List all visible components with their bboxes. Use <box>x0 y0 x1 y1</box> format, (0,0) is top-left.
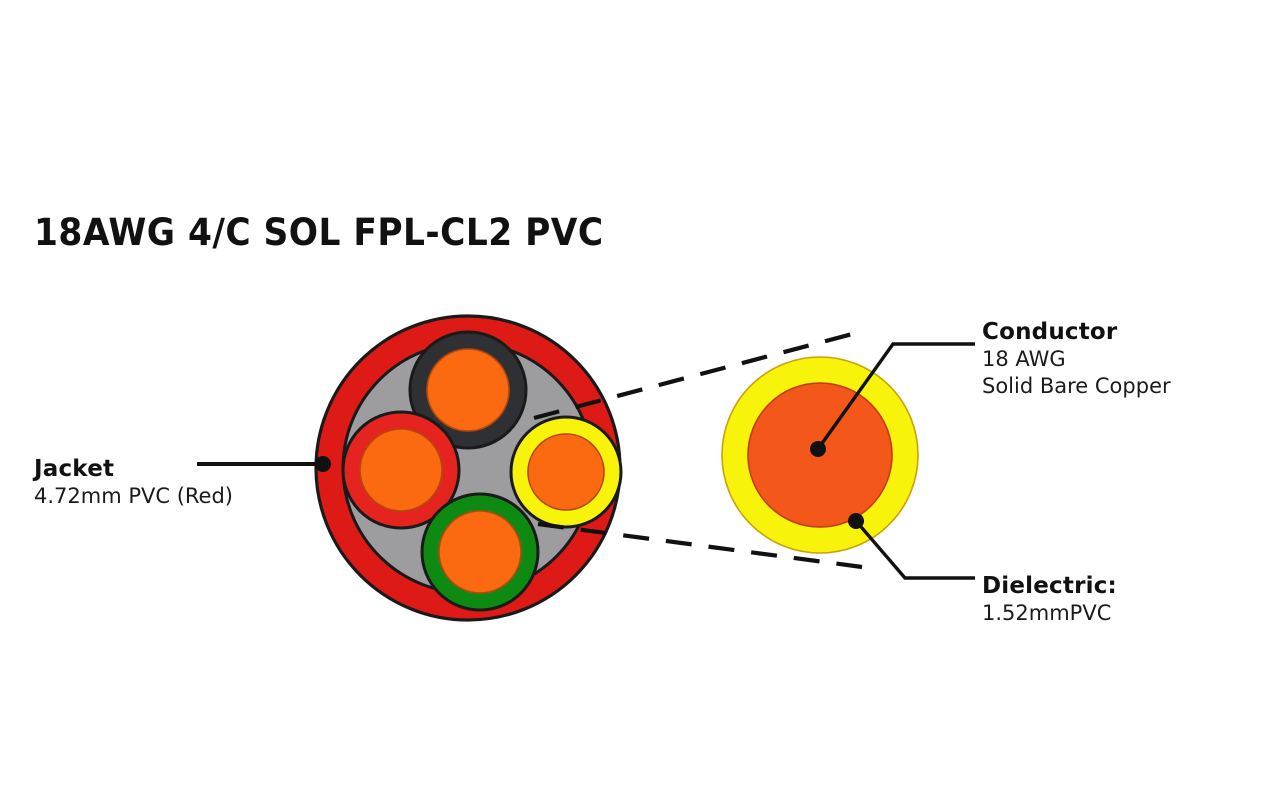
callout-dielectric-title: Dielectric: <box>982 573 1117 599</box>
callout-conductor-material: Solid Bare Copper <box>982 374 1171 398</box>
conductor-left-red <box>341 410 461 530</box>
callout-jacket-detail: 4.72mm PVC (Red) <box>34 484 233 508</box>
leader-line-dielectric <box>854 519 975 580</box>
leader-conductor <box>810 342 975 457</box>
guide-line-upper <box>533 329 861 421</box>
conductor-top-black <box>408 330 528 450</box>
callout-conductor: Conductor 18 AWG Solid Bare Copper <box>982 318 1171 400</box>
copper-core-bottom <box>438 510 522 594</box>
cable-cross-section-main <box>314 314 623 622</box>
exploded-view-guides <box>533 329 863 570</box>
leader-dielectric <box>848 513 975 580</box>
callout-conductor-title: Conductor <box>982 319 1118 345</box>
conductor-right-yellow <box>509 415 623 529</box>
guide-line-lower <box>537 521 863 570</box>
callout-jacket-title: Jacket <box>34 456 115 482</box>
copper-core-top <box>426 348 510 432</box>
page-title: 18AWG 4/C SOL FPL-CL2 PVC <box>34 211 604 254</box>
leader-line-conductor <box>816 342 975 450</box>
leader-dot-dielectric <box>848 513 864 529</box>
callout-dielectric-detail: 1.52mmPVC <box>982 601 1112 625</box>
callout-dielectric: Dielectric: 1.52mmPVC <box>982 572 1117 627</box>
leader-dot-conductor <box>810 441 826 457</box>
conductor-bottom-green <box>420 492 540 612</box>
copper-core-left <box>359 428 443 512</box>
callout-conductor-gauge: 18 AWG <box>982 347 1066 371</box>
leader-jacket <box>197 456 331 472</box>
leader-dot-jacket <box>315 456 331 472</box>
callout-jacket: Jacket 4.72mm PVC (Red) <box>34 455 233 510</box>
copper-core-right <box>527 433 605 511</box>
